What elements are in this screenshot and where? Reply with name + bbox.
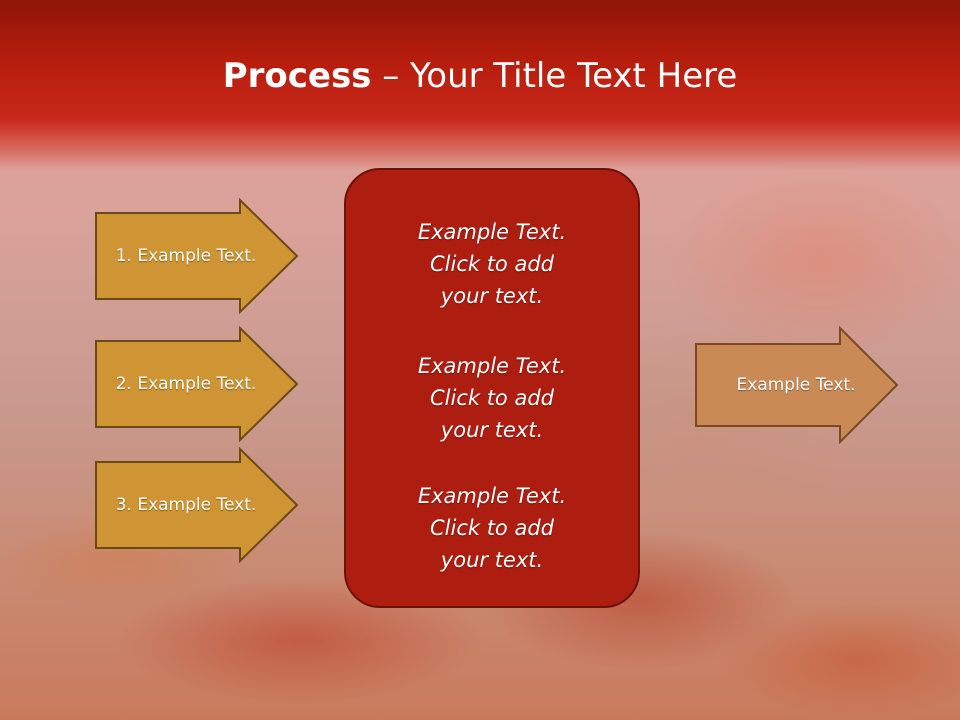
process-step-label: 3. Example Text. [115, 495, 257, 515]
process-step-label: 2. Example Text. [115, 374, 257, 394]
block-line: Example Text. [417, 484, 567, 508]
block-line: Click to add [429, 516, 554, 540]
title-bold: Process [222, 56, 372, 96]
block-line: Click to add [429, 252, 554, 276]
arrow-shape [95, 447, 299, 563]
arrow-shape [695, 326, 899, 444]
slide-title[interactable]: Process – Your Title Text Here [0, 54, 960, 98]
block-line: Example Text. [417, 354, 567, 378]
block-line: your text. [440, 418, 544, 442]
block-line: your text. [440, 284, 544, 308]
arrow-shape [95, 198, 299, 314]
block-line: Click to add [429, 386, 554, 410]
result-label: Example Text. [736, 375, 856, 395]
center-text-block-1[interactable]: Example Text. Click to add your text. [346, 216, 638, 312]
result-arrow[interactable]: Example Text. [694, 326, 900, 444]
title-rest: – Your Title Text Here [371, 56, 738, 96]
block-line: your text. [440, 548, 544, 572]
center-text-box[interactable]: Example Text. Click to add your text. Ex… [344, 168, 640, 608]
title-banner [0, 0, 960, 170]
process-step-arrow-1[interactable]: 1. Example Text. [94, 198, 300, 314]
center-text-block-3[interactable]: Example Text. Click to add your text. [346, 480, 638, 576]
block-line: Example Text. [417, 220, 567, 244]
process-step-label: 1. Example Text. [115, 246, 257, 266]
arrow-shape [95, 326, 299, 442]
center-text-block-2[interactable]: Example Text. Click to add your text. [346, 350, 638, 446]
process-step-arrow-3[interactable]: 3. Example Text. [94, 447, 300, 563]
process-step-arrow-2[interactable]: 2. Example Text. [94, 326, 300, 442]
